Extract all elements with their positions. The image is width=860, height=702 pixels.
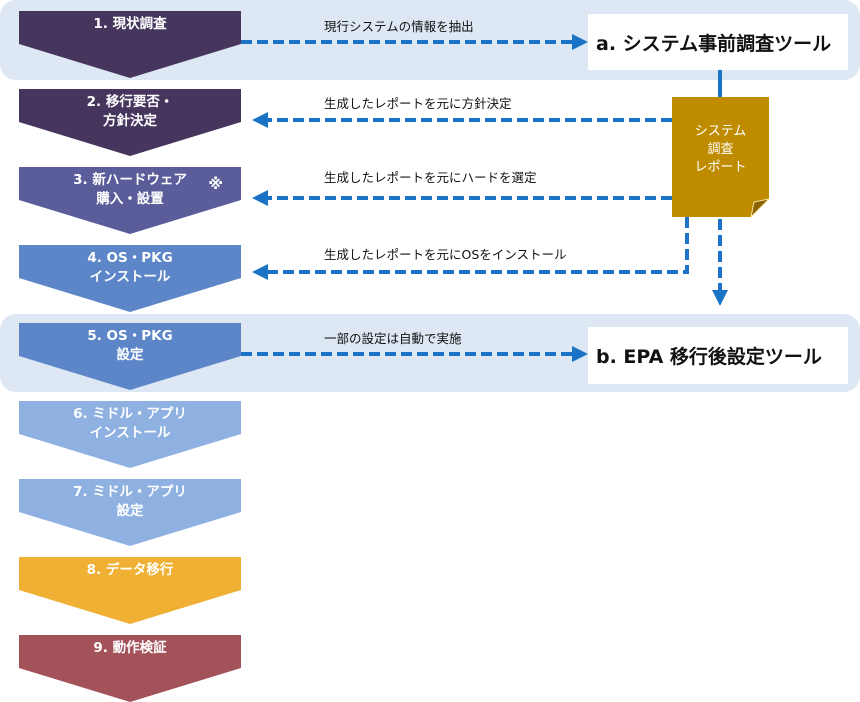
step-current-survey: 1. 現状調査 — [19, 11, 241, 78]
flow-line-os-install — [268, 217, 689, 274]
chevron-shape — [19, 89, 241, 156]
step-label: 5. OS・PKG 設定 — [87, 328, 173, 363]
report-document — [672, 97, 771, 219]
step-label: 8. データ移行 — [86, 562, 174, 578]
step-operation-verification: 9. 動作検証 — [19, 635, 241, 702]
chevron-shape — [19, 635, 241, 702]
pre-survey-tool-box: a. システム事前調査ツール — [588, 14, 848, 70]
flow-label-extract: 現行システムの情報を抽出 — [324, 19, 474, 34]
arrowhead-right-icon — [572, 346, 588, 362]
step-label: 1. 現状調査 — [93, 16, 167, 32]
step-os-pkg-setup: 5. OS・PKG 設定 — [19, 323, 241, 390]
step-label: 4. OS・PKG インストール — [87, 250, 173, 285]
chevron-shape — [19, 11, 241, 78]
arrowhead-down-icon — [712, 290, 728, 306]
step-new-hardware: 3. 新ハードウェア 購入・設置 ※ — [19, 167, 241, 234]
step-migration-policy: 2. 移行要否・ 方針決定 — [19, 89, 241, 156]
step-label: 9. 動作検証 — [93, 640, 167, 656]
step-label: 6. ミドル・アプリ インストール — [73, 406, 187, 441]
flow-label-auto-setup: 一部の設定は自動で実施 — [324, 331, 462, 346]
step-label: 3. 新ハードウェア 購入・設置 — [73, 172, 187, 207]
chevron-shape — [19, 323, 241, 390]
flow-label-hardware: 生成したレポートを元にハードを選定 — [324, 170, 537, 185]
report-document-label: システム 調査 レポート — [694, 124, 747, 175]
step-middleware-install: 6. ミドル・アプリ インストール — [19, 401, 241, 468]
chevron-shape — [19, 245, 241, 312]
chevron-shape — [19, 167, 241, 234]
arrowhead-left-icon — [252, 190, 268, 206]
step-data-migration: 8. データ移行 — [19, 557, 241, 624]
chevron-shape — [19, 401, 241, 468]
chevron-shape — [19, 479, 241, 546]
arrowhead-left-icon — [252, 112, 268, 128]
step-middleware-setup: 7. ミドル・アプリ 設定 — [19, 479, 241, 546]
flow-label-policy: 生成したレポートを元に方針決定 — [324, 96, 512, 111]
arrowhead-left-icon — [252, 264, 268, 280]
post-migration-setup-tool-box: b. EPA 移行後設定ツール — [588, 327, 848, 384]
arrowhead-right-icon — [572, 34, 588, 50]
step-label: 2. 移行要否・ 方針決定 — [86, 94, 174, 129]
flow-label-os-install: 生成したレポートを元にOSをインストール — [324, 247, 567, 262]
step-os-pkg-install: 4. OS・PKG インストール — [19, 245, 241, 312]
step-label: 7. ミドル・アプリ 設定 — [73, 484, 187, 519]
note-mark-icon: ※ — [208, 175, 223, 193]
chevron-shape — [19, 557, 241, 624]
